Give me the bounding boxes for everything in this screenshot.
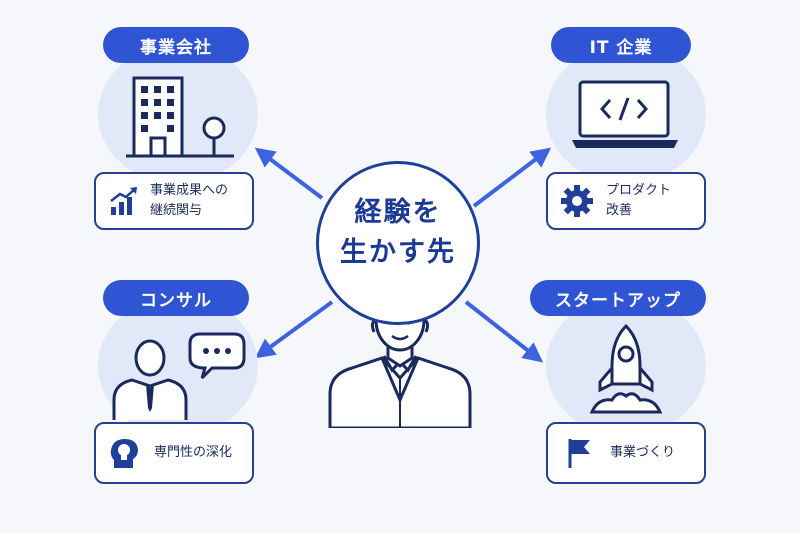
rocket-icon <box>589 323 663 414</box>
flag-icon <box>568 439 590 468</box>
arrow-to-it-company <box>472 147 552 208</box>
business-company-caption-line2: 継続関与 <box>150 203 203 218</box>
arrow-to-consulting <box>254 300 334 359</box>
consulting-card: 専門性の深化 <box>94 422 254 484</box>
laptop-code-icon <box>572 80 678 148</box>
consulting-title: コンサル <box>103 280 249 316</box>
startup-card: 事業づくり <box>546 422 706 484</box>
consulting-caption-line1: 専門性の深化 <box>154 445 233 460</box>
it-company-title: IT 企業 <box>551 27 691 63</box>
startup-title: スタートアップ <box>530 280 706 316</box>
gear-icon <box>561 185 593 217</box>
startup-caption-line1: 事業づくり <box>610 445 676 460</box>
it-company-caption-line1: プロダクト <box>606 183 672 198</box>
center-label-line2: 生かす先 <box>340 237 456 268</box>
arrow-to-business-company <box>254 147 324 200</box>
business-company-card: 事業成果への 継続関与 <box>94 172 254 230</box>
center-label: 経験を 生かす先 <box>316 193 480 273</box>
arrow-to-startup <box>464 300 544 363</box>
center-label-line1: 経験を <box>354 197 442 228</box>
building-icon <box>126 76 234 158</box>
business-company-caption-line1: 事業成果への <box>150 183 229 198</box>
it-company-card: プロダクト 改善 <box>546 172 706 230</box>
it-company-caption-line2: 改善 <box>606 203 633 218</box>
center-circle <box>316 161 480 325</box>
growth-chart-icon <box>110 187 137 215</box>
consultant-icon <box>112 332 246 420</box>
head-lightbulb-icon <box>110 439 138 468</box>
business-company-title: 事業会社 <box>103 27 249 63</box>
